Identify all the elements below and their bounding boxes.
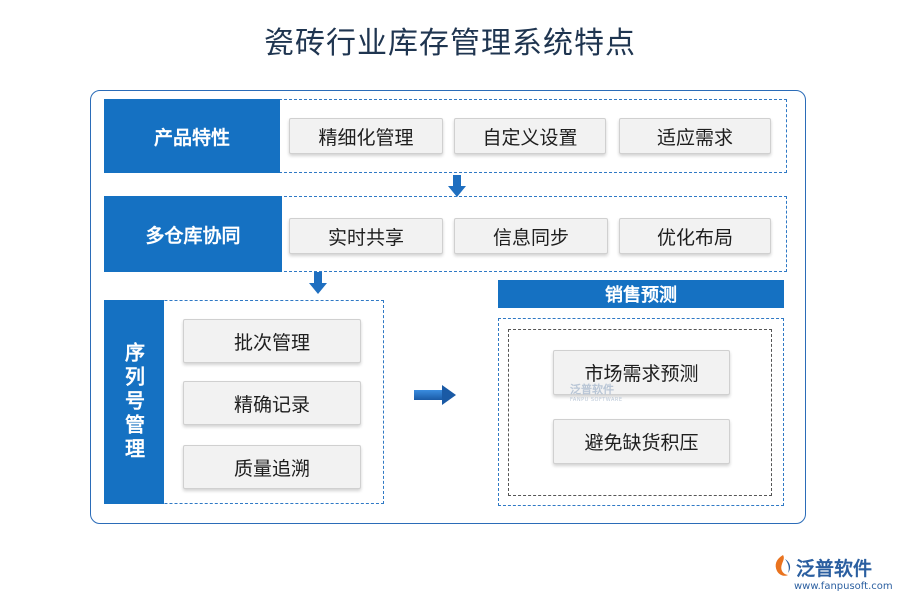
sales-item: 避免缺货积压 bbox=[553, 419, 730, 464]
brand-name: 泛普软件 bbox=[796, 558, 873, 580]
arrow-down-icon bbox=[448, 175, 466, 197]
page-title: 瓷砖行业库存管理系统特点 bbox=[264, 26, 636, 61]
warehouse-item: 实时共享 bbox=[289, 218, 443, 254]
diagram-frame bbox=[90, 90, 806, 524]
warehouse-item: 信息同步 bbox=[454, 218, 608, 254]
sales-forecast-box bbox=[498, 318, 784, 506]
warehouse-item: 优化布局 bbox=[619, 218, 771, 254]
brand-logo: 泛普软件 www.fanpusoft.com bbox=[772, 553, 893, 597]
sales-item: 市场需求预测 bbox=[553, 350, 730, 395]
brand-mark-icon bbox=[775, 555, 791, 576]
product-item: 适应需求 bbox=[619, 118, 771, 154]
watermark: 泛普软件 FANPU SOFTWARE bbox=[570, 383, 623, 403]
serial-item: 批次管理 bbox=[183, 319, 361, 363]
brand-url: www.fanpusoft.com bbox=[794, 581, 893, 592]
product-item: 自定义设置 bbox=[454, 118, 606, 154]
arrow-right-icon bbox=[414, 385, 456, 405]
sales-forecast-inner-box bbox=[508, 329, 772, 496]
warehouse-label: 多仓库协同 bbox=[104, 196, 282, 272]
serial-management-label: 序列号管理 bbox=[104, 300, 164, 504]
serial-item: 质量追溯 bbox=[183, 445, 361, 489]
product-item: 精细化管理 bbox=[289, 118, 443, 154]
arrow-down-icon bbox=[309, 272, 327, 294]
product-features-label: 产品特性 bbox=[104, 99, 280, 173]
sales-forecast-header: 销售预测 bbox=[498, 280, 784, 308]
serial-item: 精确记录 bbox=[183, 381, 361, 425]
